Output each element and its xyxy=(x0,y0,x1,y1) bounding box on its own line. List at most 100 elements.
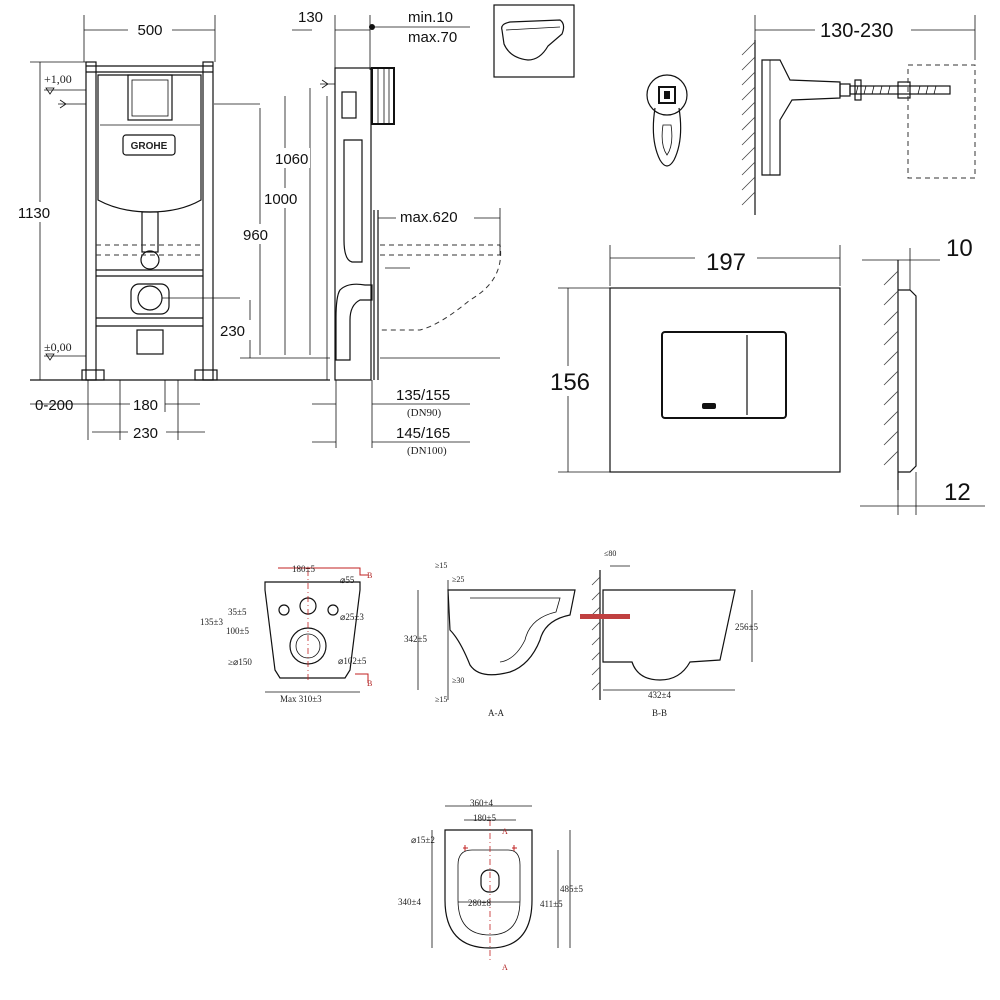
flush-buttons-frame[interactable] xyxy=(661,331,787,419)
wc-thumbnail xyxy=(493,4,575,78)
section-marker-b-top: B xyxy=(367,571,372,580)
fixing-hole-left xyxy=(278,604,290,616)
wc-top-view: A A 360±4 180±5 ⌀15±2 340±4 280±8 485±5 … xyxy=(398,798,583,972)
dim-340-label: 340±4 xyxy=(398,897,421,907)
dim-156-label: 156 xyxy=(550,369,590,396)
dim-100-label: 100±5 xyxy=(226,626,249,636)
dim-min150-label: ≥⌀150 xyxy=(228,657,252,667)
frame-right-foot xyxy=(194,369,218,381)
dim-180-back-label: 180±5 xyxy=(292,564,315,574)
section-marker-a-bottom: A xyxy=(502,963,508,972)
dim-130-label: 130 xyxy=(298,9,323,26)
flush-plate xyxy=(609,287,841,473)
wc-back-outline xyxy=(264,581,361,679)
dim-max80-label: ≤80 xyxy=(604,549,616,558)
drain-connector xyxy=(130,283,170,315)
level-zero-label: ±0,00 xyxy=(44,340,72,354)
dim-10-label: 10 xyxy=(946,235,973,262)
flush-plate-view: 197 156 10 12 xyxy=(546,235,985,515)
dim-230-label: 230 xyxy=(133,425,158,442)
dim-1130-label: 1130 xyxy=(18,205,50,222)
dim-0-200-label: 0-200 xyxy=(35,397,73,414)
dim-230-side-label: 230 xyxy=(220,323,245,340)
plate-side-profile xyxy=(898,289,917,473)
dim-max70-label: max.70 xyxy=(408,29,457,46)
frame-side-view: 130 min.10 max.70 max.620 xyxy=(218,9,502,457)
dn100-label: (DN100) xyxy=(407,445,447,457)
dim-min30-label: ≥30 xyxy=(452,676,464,685)
grohe-logo: GROHE xyxy=(131,141,168,152)
wc-section-aa-outline xyxy=(447,589,576,676)
dim-197-label: 197 xyxy=(706,249,746,276)
dim-411-label: 411±5 xyxy=(540,899,563,909)
flush-plate-adapter xyxy=(371,67,395,125)
bowl-opening xyxy=(457,849,521,936)
section-aa-caption: A-A xyxy=(488,708,504,718)
wc-section-aa: 342±5 ≥15 ≥25 ≥30 ≥15 A-A xyxy=(404,561,576,718)
dim-min15-bottom-label: ≥15 xyxy=(435,695,447,704)
grohe-logo-plate xyxy=(122,134,176,156)
frame-side-profile xyxy=(334,67,372,381)
drain-bend-side xyxy=(335,283,373,361)
dim-280-label: 280±8 xyxy=(468,898,491,908)
level-zero-icon xyxy=(45,353,55,361)
dim-500-label: 500 xyxy=(137,22,162,39)
level-plus-100-label: +1,00 xyxy=(44,72,72,86)
dim-35-label: 35±5 xyxy=(228,607,247,617)
wc-thumbnail-frame xyxy=(493,4,575,78)
nut xyxy=(897,81,911,99)
dim-342-label: 342±5 xyxy=(404,634,427,644)
dim-1000-label: 1000 xyxy=(264,191,297,208)
dim-max620-label: max.620 xyxy=(400,209,458,226)
fixing-plate xyxy=(646,74,688,167)
plate-wall-hatch xyxy=(883,270,899,466)
dim-432-label: 432±4 xyxy=(648,690,671,700)
dim-12-label: 12 xyxy=(944,479,971,506)
dim-135-label: 135±3 xyxy=(200,617,223,627)
dim-d25-label: ⌀25±3 xyxy=(340,612,364,622)
wc-dashed-outline xyxy=(907,64,976,179)
frame-left-foot xyxy=(81,369,105,381)
flush-logo-icon xyxy=(702,403,716,409)
threaded-rod xyxy=(849,85,951,95)
dim-135-155-label: 135/155 xyxy=(396,387,450,404)
level-top-icon xyxy=(45,87,55,95)
dim-min25-label: ≥25 xyxy=(452,575,464,584)
dim-130-230-label: 130-230 xyxy=(820,20,893,42)
dim-d55-label: ⌀55 xyxy=(340,575,355,585)
dn90-label: (DN90) xyxy=(407,407,442,419)
drain-pipe xyxy=(136,329,164,355)
flush-opening xyxy=(127,74,173,121)
frame-front-view: 500 GROHE xyxy=(10,15,330,442)
fixing-hole-right xyxy=(327,604,339,616)
frame-left-leg xyxy=(85,61,97,381)
wc-section-bb: ≤80 256±5 432±4 B-B xyxy=(580,549,758,718)
dim-145-165-label: 145/165 xyxy=(396,425,450,442)
outlet-hole xyxy=(289,627,327,665)
wc-back-view: 180±5 ⌀55 B 35±5 135±3 100±5 ⌀25±3 ≥⌀150… xyxy=(200,564,372,704)
dim-180-top-label: 180±5 xyxy=(473,813,496,823)
dim-960-label: 960 xyxy=(243,227,268,244)
dim-max310-label: Max 310±3 xyxy=(280,694,322,704)
dim-d15-label: ⌀15±2 xyxy=(411,835,435,845)
dim-1060-label: 1060 xyxy=(275,151,308,168)
bracket-detail: 130-230 xyxy=(646,15,976,215)
flush-pipe xyxy=(141,211,159,253)
dim-min10-label: min.10 xyxy=(408,9,453,26)
fixing-bolt xyxy=(580,614,630,619)
dim-180-label: 180 xyxy=(133,397,158,414)
frame-right-leg xyxy=(202,61,214,381)
section-bb-caption: B-B xyxy=(652,708,667,718)
section-marker-a-top: A xyxy=(502,827,508,836)
dim-min15-top-label: ≥15 xyxy=(435,561,447,570)
section-marker-b-bottom: B xyxy=(367,679,372,688)
wc-section-bb-outline xyxy=(602,589,736,681)
wall-bracket xyxy=(761,59,841,176)
drain-hole-top xyxy=(480,869,500,893)
dim-256-label: 256±5 xyxy=(735,622,758,632)
dim-485-label: 485±5 xyxy=(560,884,583,894)
water-inlet-left-icon xyxy=(58,99,86,109)
wall-hatch xyxy=(741,41,756,206)
wc-outline-dashed xyxy=(380,244,502,331)
